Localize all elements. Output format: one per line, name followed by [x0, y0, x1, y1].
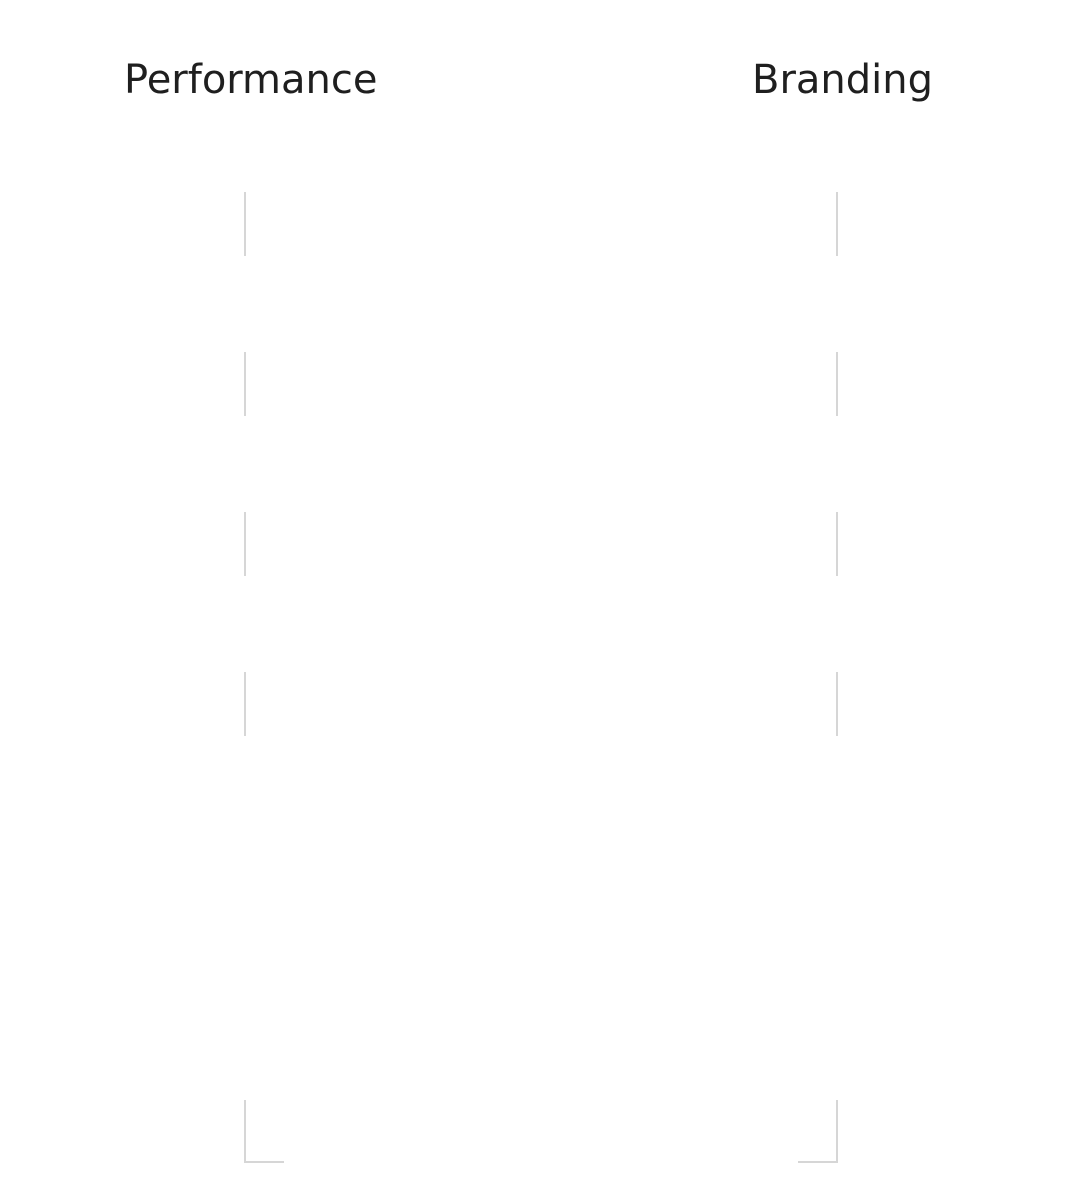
right-guide-tick-1 — [836, 192, 838, 256]
right-bottom-corner-bracket — [798, 1100, 838, 1163]
left-guide-tick-4 — [244, 672, 246, 736]
right-guide-tick-4 — [836, 672, 838, 736]
right-guide-tick-2 — [836, 352, 838, 416]
left-bottom-corner-bracket — [244, 1100, 284, 1163]
left-guide-tick-3 — [244, 512, 246, 576]
column-title-performance: Performance — [124, 57, 378, 103]
right-guide-tick-3 — [836, 512, 838, 576]
left-guide-tick-1 — [244, 192, 246, 256]
column-title-branding: Branding — [752, 57, 933, 103]
left-guide-tick-2 — [244, 352, 246, 416]
